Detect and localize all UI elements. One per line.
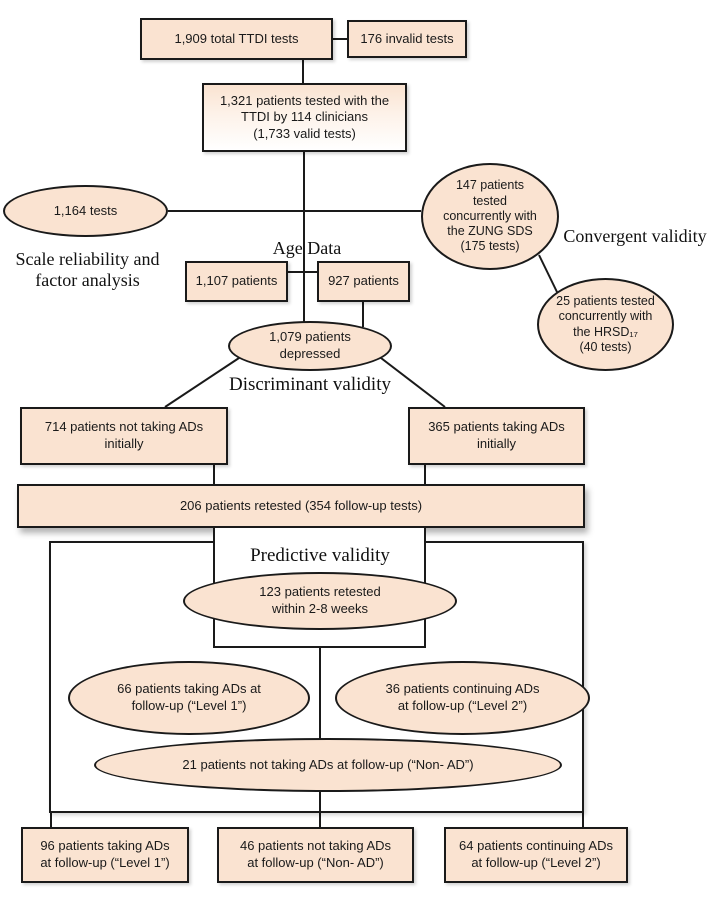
- ellipse-hrsd: 25 patients tested concurrently with the…: [537, 278, 674, 371]
- box-invalid-tests-text: 176 invalid tests: [360, 30, 454, 46]
- connector-zung-to-hrsd: [538, 254, 558, 293]
- box-tested-patients: 1,321 patients tested with the TTDI by 1…: [202, 83, 407, 152]
- box-46-followup-nonad: 46 patients not taking ADs at follow-up …: [217, 827, 414, 883]
- ellipse-zung-sds: 147 patients tested concurrently with th…: [421, 163, 559, 270]
- label-convergent-validity: Convergent validity: [563, 226, 707, 246]
- ellipse-36-level2: 36 patients continuing ADs at follow-up …: [335, 661, 590, 735]
- ellipse-123-retested: 123 patients retested within 2-8 weeks: [183, 572, 457, 630]
- ellipse-36-level2-text: 36 patients continuing ADs at follow-up …: [385, 681, 540, 713]
- ellipse-66-level1-text: 66 patients taking ADs at follow-up (“Le…: [117, 681, 261, 713]
- box-64-followup-level2: 64 patients continuing ADs at follow-up …: [444, 827, 628, 883]
- box-46-followup-nonad-text: 46 patients not taking ADs at follow-up …: [239, 838, 392, 870]
- box-64-followup-level2-text: 64 patients continuing ADs at follow-up …: [459, 838, 613, 870]
- label-discriminant-validity: Discriminant validity: [228, 374, 391, 395]
- connector-depressed-to-714: [164, 357, 240, 408]
- box-96-followup-level1: 96 patients taking ADs at follow-up (“Le…: [21, 827, 189, 883]
- ellipse-1164-tests-text: 1,164 tests: [53, 202, 118, 218]
- box-96-followup-level1-text: 96 patients taking ADs at follow-up (“Le…: [40, 838, 170, 870]
- ellipse-depressed-text: 1,079 patients depressed: [269, 329, 351, 361]
- box-invalid-tests: 176 invalid tests: [347, 20, 467, 58]
- label-scale-reliability: Scale reliability and factor analysis: [15, 249, 160, 290]
- box-365-taking-ads-text: 365 patients taking ADs initially: [428, 419, 565, 451]
- box-1107-patients-text: 1,107 patients: [195, 273, 278, 289]
- box-206-retested-text: 206 patients retested (354 follow-up tes…: [179, 497, 423, 513]
- box-714-not-taking-ads-text: 714 patients not taking ADs initially: [44, 419, 204, 451]
- connector-depressed-to-365: [380, 357, 446, 408]
- box-total-tests: 1,909 total TTDI tests: [140, 18, 333, 60]
- ellipse-123-retested-text: 123 patients retested within 2-8 weeks: [259, 584, 381, 616]
- label-predictive-validity: Predictive validity: [250, 545, 390, 566]
- box-927-patients-text: 927 patients: [328, 273, 399, 289]
- ellipse-1164-tests: 1,164 tests: [3, 185, 168, 237]
- ellipse-depressed: 1,079 patients depressed: [228, 321, 392, 371]
- box-714-not-taking-ads: 714 patients not taking ADs initially: [20, 407, 228, 465]
- box-365-taking-ads: 365 patients taking ADs initially: [408, 407, 585, 465]
- label-age-data: Age Data: [272, 238, 342, 258]
- box-tested-patients-text: 1,321 patients tested with the TTDI by 1…: [219, 92, 390, 141]
- box-927-patients: 927 patients: [317, 261, 410, 302]
- ellipse-66-level1: 66 patients taking ADs at follow-up (“Le…: [68, 661, 310, 735]
- box-total-tests-text: 1,909 total TTDI tests: [174, 30, 299, 46]
- box-206-retested: 206 patients retested (354 follow-up tes…: [17, 484, 585, 528]
- ellipse-zung-sds-text: 147 patients tested concurrently with th…: [443, 178, 537, 254]
- box-1107-patients: 1,107 patients: [185, 261, 288, 302]
- ellipse-hrsd-text: 25 patients tested concurrently with the…: [556, 294, 655, 354]
- ellipse-21-nonad-text: 21 patients not taking ADs at follow-up …: [182, 756, 474, 772]
- ellipse-21-nonad: 21 patients not taking ADs at follow-up …: [94, 738, 562, 792]
